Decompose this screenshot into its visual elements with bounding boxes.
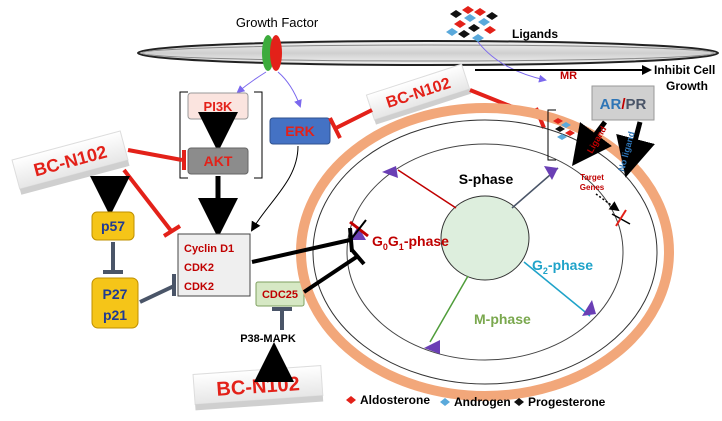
growth-factor-label: Growth Factor	[236, 15, 319, 30]
legend-progesterone-icon	[514, 398, 524, 406]
drug-inhibits-akt-line	[127, 148, 183, 162]
spoke-g1	[397, 169, 457, 209]
legend: Aldosterone Androgen Progesterone	[346, 393, 606, 409]
p27-inhibits-cyclin-line	[139, 284, 175, 304]
drug-badge-left: BC-N102	[11, 130, 130, 195]
m-phase-label: M-phase	[474, 311, 531, 327]
ligands-cluster-icon	[446, 6, 498, 42]
drug-inhibits-cyclin-bar	[162, 224, 182, 238]
p57-label: p57	[101, 218, 125, 234]
cdc25-label: CDC25	[262, 289, 298, 301]
p57-box	[91, 211, 135, 241]
cdk2-label-b: CDK2	[184, 281, 214, 293]
pi3k-label: PI3K	[204, 99, 234, 114]
pi3k-akt-bracket-right	[254, 91, 263, 179]
g0g1-phase-label: G0G1-phase	[372, 233, 449, 252]
erk-label: ERK	[285, 123, 315, 139]
cyclin-d1-label: Cyclin D1	[184, 243, 234, 255]
legend-aldosterone-label: Aldosterone	[360, 393, 430, 407]
target-genes-label-2: Genes	[580, 183, 605, 192]
spoke-g2	[523, 261, 591, 317]
cdc25-to-g1-bar	[350, 248, 366, 266]
target-dotted-arrow	[595, 193, 620, 212]
ar-pr-box	[591, 85, 655, 121]
s-phase-label: S-phase	[459, 171, 514, 187]
g2-phase-label: G2-phase	[532, 257, 593, 276]
akt-box	[187, 147, 249, 175]
inhibit-cell-growth-label-line1: Inhibit Cell	[654, 63, 715, 77]
pi3k-akt-bracket-left	[179, 91, 188, 179]
cyclin-to-g1-bar	[348, 227, 354, 253]
p27-label: P27	[103, 286, 128, 302]
g1-cross-b	[351, 219, 367, 239]
drug-inhibits-erk-bar	[328, 117, 342, 139]
akt-label: AKT	[204, 153, 233, 169]
legend-androgen-icon	[440, 398, 450, 406]
spoke-m	[429, 275, 469, 343]
ligands-label: Ligands	[512, 27, 558, 41]
drug-inhibits-erk-line	[335, 108, 373, 130]
purple-arrow-s-g2	[544, 166, 558, 180]
receptor-signal-arrows	[236, 41, 547, 108]
p27-p21-box	[91, 277, 139, 329]
erk-box	[269, 117, 331, 145]
no-ligand-arrow	[616, 121, 655, 178]
cyclin-cdk-box	[177, 233, 251, 297]
nucleus	[440, 195, 530, 281]
growth-factor-receptor	[262, 35, 282, 71]
cdk2-label-a: CDK2	[184, 262, 214, 274]
receptor-bracket	[547, 109, 556, 161]
legend-aldosterone-icon	[346, 396, 356, 404]
ar-pr-label: AR/PR	[600, 96, 647, 113]
cell-membrane	[137, 40, 719, 66]
purple-arrow-m-g1	[424, 340, 440, 354]
drug-inhibits-cyclin-line	[122, 168, 174, 234]
p38-mapk-label: P38-MAPK	[240, 333, 296, 345]
legend-androgen-label: Androgen	[454, 395, 511, 409]
drug-badge-bottom: BC-N102	[192, 365, 324, 411]
mr-label: MR	[560, 70, 577, 82]
cdc25-to-g1-line	[302, 254, 360, 294]
purple-arrow-g1-s	[382, 166, 398, 178]
p21-label: p21	[103, 307, 127, 323]
inhibit-cell-growth-label-line2: Growth	[666, 79, 708, 93]
cyclin-to-g1-line	[251, 238, 351, 264]
target-cross-mark	[615, 209, 627, 227]
cell-outer-ring-edge	[312, 119, 658, 385]
purple-arrow-g2-m	[582, 300, 596, 316]
erk-to-cyclin-arrow	[250, 145, 299, 232]
legend-progesterone-label: Progesterone	[528, 395, 606, 409]
target-genes-label-1: Target	[580, 173, 604, 182]
ligand-arrow	[572, 120, 612, 166]
cell-cycle-circle	[346, 143, 624, 361]
